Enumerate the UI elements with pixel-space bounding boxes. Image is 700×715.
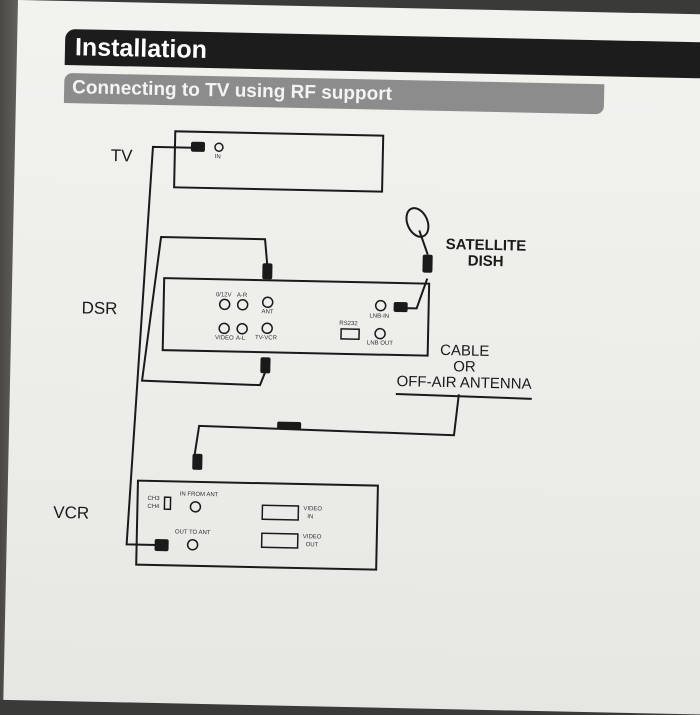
dsr-port-lnb-out xyxy=(374,327,386,340)
tv-in-port xyxy=(214,142,224,152)
plug-lnb xyxy=(393,301,408,313)
antenna-underline xyxy=(395,392,532,400)
dsr-video-label: VIDEO xyxy=(214,335,234,342)
vcr-out-to-ant-label: OUT TO ANT xyxy=(174,529,211,537)
plug-sat xyxy=(422,254,433,273)
vcr-video-out-label-1: VIDEO xyxy=(302,534,322,541)
plug-tv-in xyxy=(190,141,206,152)
tv-box xyxy=(173,130,385,193)
dsr-port-012v xyxy=(218,298,231,311)
dsr-lnb-out-label: LNB OUT xyxy=(366,340,393,347)
dsr-port-tvvcr xyxy=(261,322,273,335)
satellite-label-line2: DISH xyxy=(467,252,504,271)
satellite-label: SATELLITE DISH xyxy=(430,236,541,271)
cable-tv-to-vcr xyxy=(125,145,193,547)
antenna-label-line3: OFF-AIR ANTENNA xyxy=(396,373,532,393)
dsr-label: DSR xyxy=(81,298,118,319)
vcr-video-in-label-2: IN xyxy=(307,514,314,521)
vcr-video-out-label-2: OUT xyxy=(305,542,319,549)
vcr-ch4-label: CH4 xyxy=(147,503,160,511)
dsr-port-video xyxy=(218,322,230,335)
dsr-rs232-port xyxy=(340,328,360,340)
tv-in-label: IN xyxy=(214,154,221,161)
antenna-label: CABLE OR OFF-AIR ANTENNA xyxy=(394,342,535,393)
inline-coupler xyxy=(277,421,302,430)
wiring-diagram xyxy=(125,130,532,571)
vcr-box xyxy=(135,479,379,571)
dsr-port-al xyxy=(236,323,248,335)
vcr-out-to-ant-port xyxy=(186,539,199,551)
vcr-scart-out xyxy=(260,532,299,549)
vcr-label: VCR xyxy=(53,502,90,523)
dsr-ant-label: ANT xyxy=(261,309,274,316)
dsr-port-lnb-in xyxy=(374,299,387,312)
plug-vcr-in xyxy=(192,453,203,470)
tv-label: TV xyxy=(110,145,133,166)
vcr-in-from-ant-port xyxy=(189,501,202,513)
dsr-box xyxy=(161,277,431,357)
vcr-ch3-label: CH3 xyxy=(147,495,160,503)
satellite-dish-icon xyxy=(405,207,430,255)
dsr-ar-label: A-R xyxy=(236,292,248,299)
dsr-port-ar xyxy=(236,299,249,311)
vcr-video-in-label-1: VIDEO xyxy=(303,506,323,513)
dsr-lnb-in-label: LNB-IN xyxy=(369,313,390,320)
dsr-al-label: A-L xyxy=(235,335,246,342)
dsr-port-ant xyxy=(261,296,274,309)
dsr-rs232-label: RS232 xyxy=(339,320,358,328)
plug-dsr-tvvcr-bottom xyxy=(260,357,271,374)
manual-page: Installation Connecting to TV using RF s… xyxy=(3,0,700,715)
dsr-012v-label: 0/12V xyxy=(215,292,232,299)
cable-antenna-to-vcr xyxy=(193,394,460,456)
vcr-scart-in xyxy=(261,504,300,521)
vcr-in-from-ant-label: IN FROM ANT xyxy=(179,491,219,499)
cable-dsr-ant-loop xyxy=(140,236,269,387)
plug-dsr-ant-top xyxy=(262,263,273,280)
dsr-tvvcr-label: TV-VCR xyxy=(254,335,278,342)
plug-vcr-out xyxy=(154,539,169,552)
vcr-ch-switch xyxy=(163,496,172,511)
